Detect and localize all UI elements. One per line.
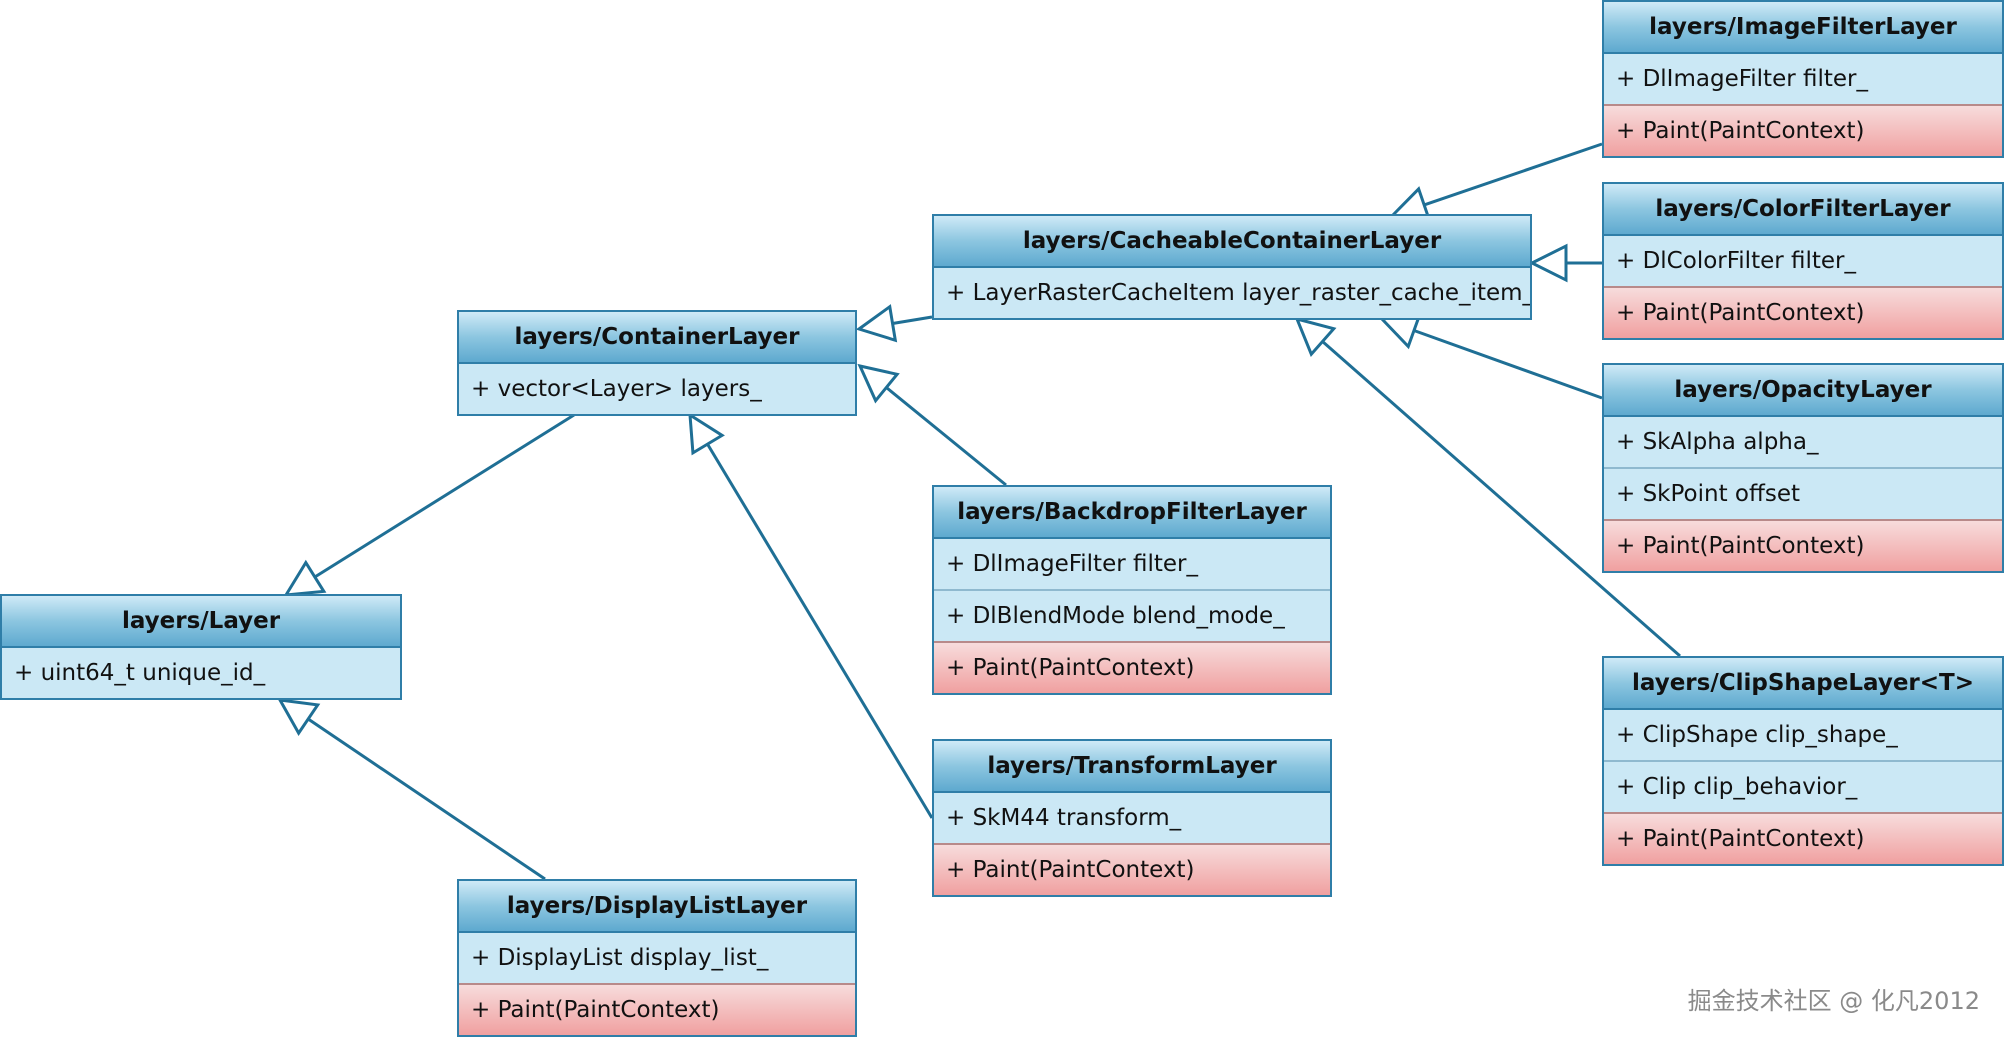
class-attribute: + DlColorFilter filter_ [1604,236,2002,286]
class-attribute: + DlImageFilter filter_ [1604,54,2002,104]
class-method: + Paint(PaintContext) [934,641,1330,693]
class-image-filter-layer: layers/ImageFilterLayer+ DlImageFilter f… [1602,0,2004,158]
class-name: layers/ImageFilterLayer [1604,2,2002,54]
class-attribute: + SkPoint offset [1604,467,2002,519]
inheritance-arrowhead [1528,243,1568,283]
edge-line [1321,340,1681,658]
inheritance-edge [1294,316,1681,658]
class-attribute: + vector<Layer> layers_ [459,364,855,414]
class-color-filter-layer: layers/ColorFilterLayer+ DlColorFilter f… [1602,182,2004,340]
inheritance-arrowhead [1294,316,1337,358]
class-attribute: + ClipShape clip_shape_ [1604,710,2002,760]
edge-line [892,315,933,325]
class-method: + Paint(PaintContext) [1604,519,2002,571]
inheritance-edge [1528,243,1602,283]
class-method: + Paint(PaintContext) [1604,104,2002,156]
edge-line [1423,142,1603,207]
class-backdrop-filter-layer: layers/BackdropFilterLayer+ DlImageFilte… [932,485,1332,695]
class-method: + Paint(PaintContext) [1604,812,2002,864]
class-opacity-layer: layers/OpacityLayer+ SkAlpha alpha_+ SkP… [1602,363,2004,573]
class-name: layers/DisplayListLayer [459,881,855,933]
class-attribute: + Clip clip_behavior_ [1604,760,2002,812]
class-name: layers/BackdropFilterLayer [934,487,1330,539]
inheritance-arrowhead [688,412,725,456]
edge-line [314,413,575,579]
edge-line [706,443,934,819]
class-method: + Paint(PaintContext) [934,843,1330,895]
class-attribute: + DisplayList display_list_ [459,933,855,983]
class-transform-layer: layers/TransformLayer+ SkM44 transform_+… [932,739,1332,897]
class-name: layers/ColorFilterLayer [1604,184,2002,236]
class-name: layers/ContainerLayer [459,312,855,364]
inheritance-arrowhead [855,304,898,343]
watermark: 掘金技术社区 @ 化凡2012 [1687,987,1980,1015]
class-method: + Paint(PaintContext) [459,983,855,1035]
class-container-layer: layers/ContainerLayer+ vector<Layer> lay… [457,310,857,416]
class-attribute: + uint64_t unique_id_ [2,648,400,698]
class-attribute: + DlBlendMode blend_mode_ [934,589,1330,641]
edge-line [885,386,1007,487]
class-cacheable-container-layer: layers/CacheableContainerLayer+ LayerRas… [932,214,1532,320]
inheritance-edge [277,698,546,881]
class-attribute: + SkAlpha alpha_ [1604,417,2002,467]
inheritance-arrowhead [283,559,327,597]
class-name: layers/Layer [2,596,400,648]
edge-line [1413,329,1603,400]
class-clip-shape-layer: layers/ClipShapeLayer<T>+ ClipShape clip… [1602,656,2004,866]
inheritance-arrowhead [857,363,900,404]
inheritance-edge [688,412,934,819]
class-display-list-layer: layers/DisplayListLayer+ DisplayList dis… [457,879,857,1037]
class-name: layers/ClipShapeLayer<T> [1604,658,2002,710]
class-name: layers/TransformLayer [934,741,1330,793]
class-layer: layers/Layer+ uint64_t unique_id_ [0,594,402,700]
inheritance-edge [855,304,933,343]
class-attribute: + DlImageFilter filter_ [934,539,1330,589]
class-attribute: + LayerRasterCacheItem layer_raster_cach… [934,268,1530,318]
edge-line [307,717,546,881]
class-name: layers/CacheableContainerLayer [934,216,1530,268]
inheritance-arrowhead [277,698,321,736]
class-name: layers/OpacityLayer [1604,365,2002,417]
inheritance-edge [857,363,1007,487]
inheritance-edge [283,413,575,597]
class-attribute: + SkM44 transform_ [934,793,1330,843]
class-method: + Paint(PaintContext) [1604,286,2002,338]
